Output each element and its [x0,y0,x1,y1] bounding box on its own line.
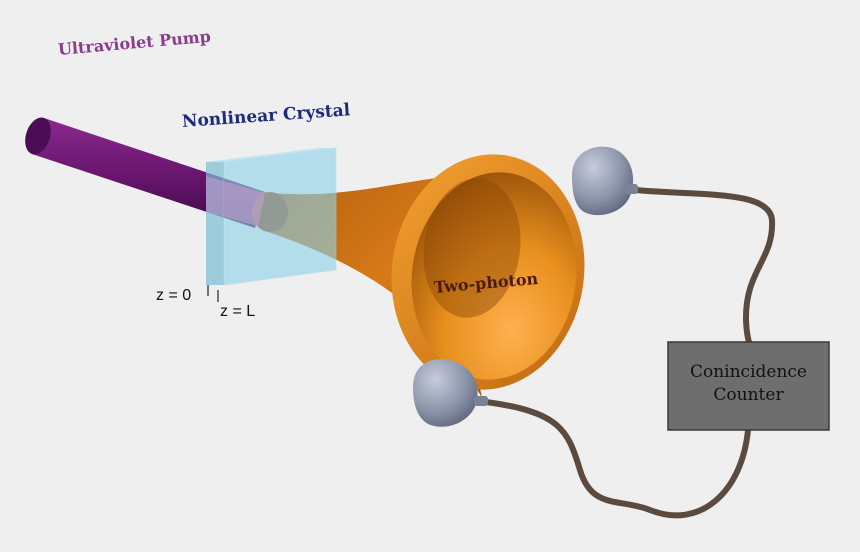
nonlinear-crystal [206,147,337,286]
counter-label-line1: Conincidence [689,362,807,382]
z-markers [207,285,219,302]
lower-detector [413,359,488,427]
coincidence-counter-box [667,341,830,431]
z-length-label: z = L [220,303,256,320]
lower-cable [483,399,751,519]
upper-detector [572,146,638,216]
upper-cable [633,187,776,363]
z-zero-label: z = 0 [156,287,192,304]
counter-label-line2: Counter [713,385,784,405]
cone-bell [391,154,585,390]
coincidence-counter-label: Conincidence Counter [668,361,829,407]
